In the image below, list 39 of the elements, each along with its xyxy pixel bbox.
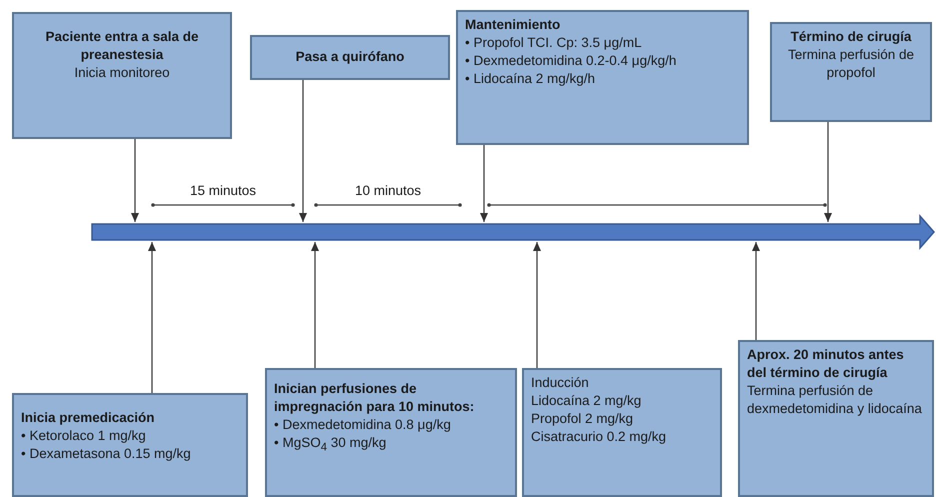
box-text: Inicia monitoreo [73, 64, 171, 82]
box-heading: Paciente entra a sala de preanestesia [44, 28, 200, 64]
arrow [311, 242, 319, 368]
box-heading: Inicia premedicación [21, 409, 156, 427]
duration-label: 10 minutos [354, 183, 422, 198]
box-text: Cisatracurio 0.2 mg/kg [531, 428, 668, 446]
box-heading: Inician perfusiones de impregnación para 10 minutos: [274, 380, 476, 416]
box-text: • Ketorolaco 1 mg/kg [21, 427, 147, 445]
event-box [522, 368, 722, 497]
box-text: Lidocaína 2 mg/kg [531, 392, 642, 410]
box-heading: Término de cirugía [790, 28, 912, 46]
event-box [456, 10, 749, 145]
event-box [770, 22, 932, 122]
arrow [299, 80, 307, 222]
event-box [12, 12, 232, 139]
event-box [250, 35, 450, 80]
arrow [533, 242, 541, 368]
duration-label: 15 minutos [188, 183, 258, 198]
box-text: • Dexametasona 0.15 mg/kg [21, 445, 192, 463]
box-text: • Lidocaína 2 mg/kg/h [465, 70, 596, 88]
box-text: • Dexmedetomidina 0.2-0.4 μg/kg/h [465, 52, 678, 70]
box-text: Propofol 2 mg/kg [531, 410, 634, 428]
arrow [131, 139, 139, 222]
box-text: Termina perfusión de propofol [786, 46, 916, 82]
box-text: • Dexmedetomidina 0.8 μg/kg [274, 416, 452, 434]
arrow [752, 242, 760, 340]
box-text: • Propofol TCI. Cp: 3.5 μg/mL [465, 34, 643, 52]
arrow [480, 145, 488, 222]
event-box [12, 393, 248, 497]
box-heading: Aprox. 20 minutos antes del término de cirugía [747, 346, 905, 382]
arrow [824, 122, 832, 222]
box-text: • MgSO$_{4}$ 30 mg/kg [274, 434, 388, 456]
box-text: Termina perfusión de dexmedetomidina y lidocaína [747, 382, 923, 418]
box-heading: Pasa a quirófano [294, 48, 406, 66]
box-heading: Mantenimiento [465, 16, 562, 34]
box-text: Inducción [531, 374, 590, 392]
event-box [738, 340, 934, 497]
arrow [148, 242, 156, 393]
event-box [265, 368, 517, 497]
